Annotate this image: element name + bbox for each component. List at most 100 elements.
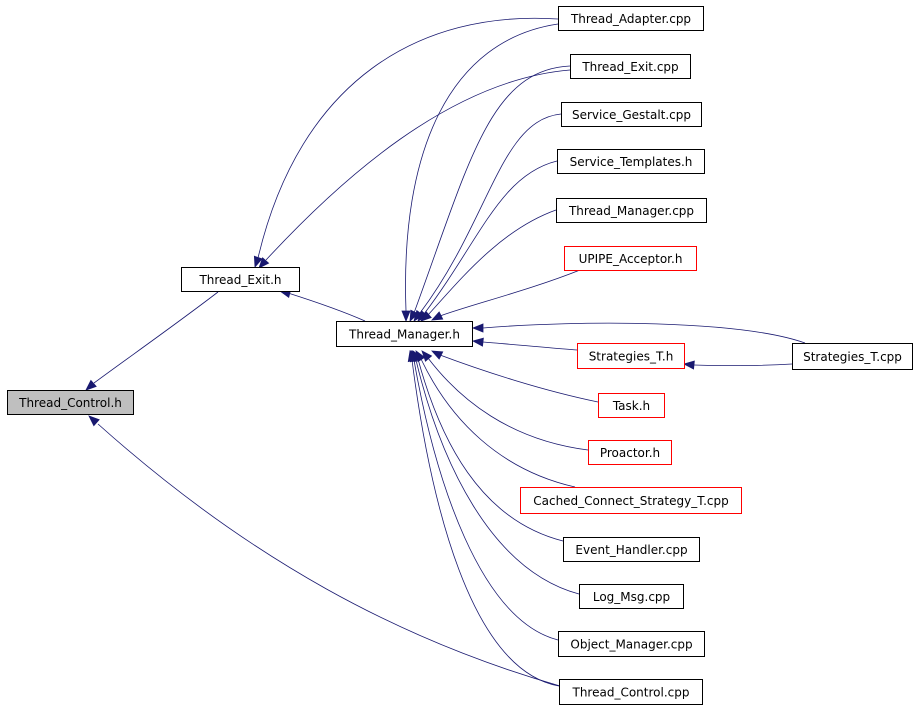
node-thread-manager-cpp[interactable]: Thread_Manager.cpp (556, 198, 707, 223)
node-label: Proactor.h (600, 446, 660, 460)
node-upipe-acceptor-h[interactable]: UPIPE_Acceptor.h (564, 246, 697, 271)
node-box (561, 102, 702, 127)
edge-arrowhead (471, 323, 484, 333)
edge-line (93, 291, 219, 384)
edge-line (417, 358, 564, 542)
node-box (7, 390, 134, 415)
node-thread-control-h[interactable]: Thread_Control.h (7, 390, 134, 415)
node-service-templates-h[interactable]: Service_Templates.h (557, 149, 705, 174)
node-box (558, 6, 704, 31)
edge-service-templates-h-to-thread-manager-h (417, 160, 558, 322)
edge-line (265, 69, 571, 261)
node-box (520, 487, 742, 514)
edge-thread-control-cpp-to-thread-manager-h (407, 349, 560, 687)
node-thread-exit-cpp[interactable]: Thread_Exit.cpp (570, 54, 691, 79)
node-box (557, 149, 705, 174)
edge-arrowhead (431, 350, 444, 360)
edge-line (423, 160, 558, 315)
node-label: Thread_Control.h (18, 396, 122, 410)
node-cached-connect-strategy-t-cpp[interactable]: Cached_Connect_Strategy_T.cpp (520, 487, 742, 514)
edge-thread-exit-cpp-to-thread-exit-h (258, 69, 571, 269)
edge-line (439, 354, 599, 403)
node-label: Event_Handler.cpp (575, 543, 687, 557)
node-label: Cached_Connect_Strategy_T.cpp (533, 494, 729, 508)
edge-line (427, 209, 557, 316)
nodes-layer: Thread_Control.hThread_Exit.hThread_Mana… (7, 6, 913, 705)
edge-arrowhead (253, 255, 263, 269)
node-box (558, 631, 705, 657)
node-label: Object_Manager.cpp (570, 638, 692, 652)
node-thread-adapter-cpp[interactable]: Thread_Adapter.cpp (558, 6, 704, 31)
node-service-gestalt-cpp[interactable]: Service_Gestalt.cpp (561, 102, 702, 127)
edge-thread-manager-h-to-thread-exit-h (278, 289, 366, 322)
node-thread-control-cpp[interactable]: Thread_Control.cpp (559, 679, 703, 705)
node-box (556, 198, 707, 223)
node-strategies-t-h[interactable]: Strategies_T.h (577, 343, 685, 369)
node-label: Service_Gestalt.cpp (572, 108, 691, 122)
edge-line (413, 359, 559, 641)
edge-arrowhead (407, 349, 417, 363)
edge-line (413, 65, 571, 314)
node-label: Thread_Control.cpp (572, 686, 690, 700)
edge-thread-adapter-cpp-to-thread-exit-h (253, 17, 559, 269)
node-label: Log_Msg.cpp (593, 590, 670, 604)
node-box (570, 54, 691, 79)
edge-arrowhead (420, 310, 432, 322)
edge-line (405, 23, 559, 312)
edge-line (427, 357, 589, 451)
node-task-h[interactable]: Task.h (598, 393, 665, 418)
edge-arrowhead (431, 311, 444, 321)
node-label: Thread_Manager.h (348, 328, 460, 342)
edge-line (415, 359, 580, 595)
edge-line (693, 363, 793, 367)
edge-arrowhead (421, 350, 433, 362)
edge-line (97, 423, 561, 687)
node-box (577, 343, 685, 369)
node-box (181, 267, 300, 292)
edge-arrowhead (85, 379, 97, 391)
edge-strategies-t-h-to-thread-manager-h (471, 337, 578, 351)
node-box (588, 440, 672, 465)
node-label: UPIPE_Acceptor.h (579, 252, 683, 266)
edge-arrowhead (471, 337, 484, 347)
node-label: Strategies_T.h (589, 350, 674, 364)
edge-thread-exit-h-to-thread-control-h (85, 291, 219, 391)
edge-arrowhead (258, 257, 270, 269)
edge-line (482, 322, 806, 344)
node-label: Strategies_T.cpp (803, 350, 902, 364)
edge-line (411, 359, 560, 687)
edges-layer (85, 17, 806, 687)
edge-line (420, 358, 576, 488)
node-label: Thread_Exit.cpp (581, 60, 678, 74)
node-box (564, 246, 697, 271)
node-label: Service_Templates.h (570, 155, 693, 169)
node-box (563, 537, 700, 562)
edge-line (481, 341, 578, 351)
node-object-manager-cpp[interactable]: Object_Manager.cpp (558, 631, 705, 657)
node-event-handler-cpp[interactable]: Event_Handler.cpp (563, 537, 700, 562)
edge-arrowhead (682, 360, 695, 370)
node-box (579, 584, 684, 609)
node-box (792, 343, 913, 370)
edge-line (439, 269, 581, 317)
edge-line (257, 17, 559, 259)
edge-thread-manager-cpp-to-thread-manager-h (420, 209, 557, 322)
edge-line (287, 292, 366, 322)
node-label: Thread_Manager.cpp (568, 204, 694, 218)
edge-task-h-to-thread-manager-h (431, 350, 599, 403)
edge-arrowhead (401, 310, 411, 323)
node-proactor-h[interactable]: Proactor.h (588, 440, 672, 465)
node-strategies-t-cpp[interactable]: Strategies_T.cpp (792, 343, 913, 370)
node-label: Task.h (612, 399, 650, 413)
edge-strategies-t-cpp-to-strategies-t-h (682, 360, 793, 370)
edge-arrowhead (88, 415, 100, 427)
node-label: Thread_Exit.h (198, 273, 281, 287)
node-thread-manager-h[interactable]: Thread_Manager.h (336, 321, 473, 347)
node-thread-exit-h[interactable]: Thread_Exit.h (181, 267, 300, 292)
node-log-msg-cpp[interactable]: Log_Msg.cpp (579, 584, 684, 609)
edge-proactor-h-to-thread-manager-h (421, 350, 589, 451)
node-box (336, 321, 473, 347)
edge-upipe-acceptor-h-to-thread-manager-h (431, 269, 581, 321)
node-box (559, 679, 703, 705)
node-label: Thread_Adapter.cpp (570, 12, 691, 26)
